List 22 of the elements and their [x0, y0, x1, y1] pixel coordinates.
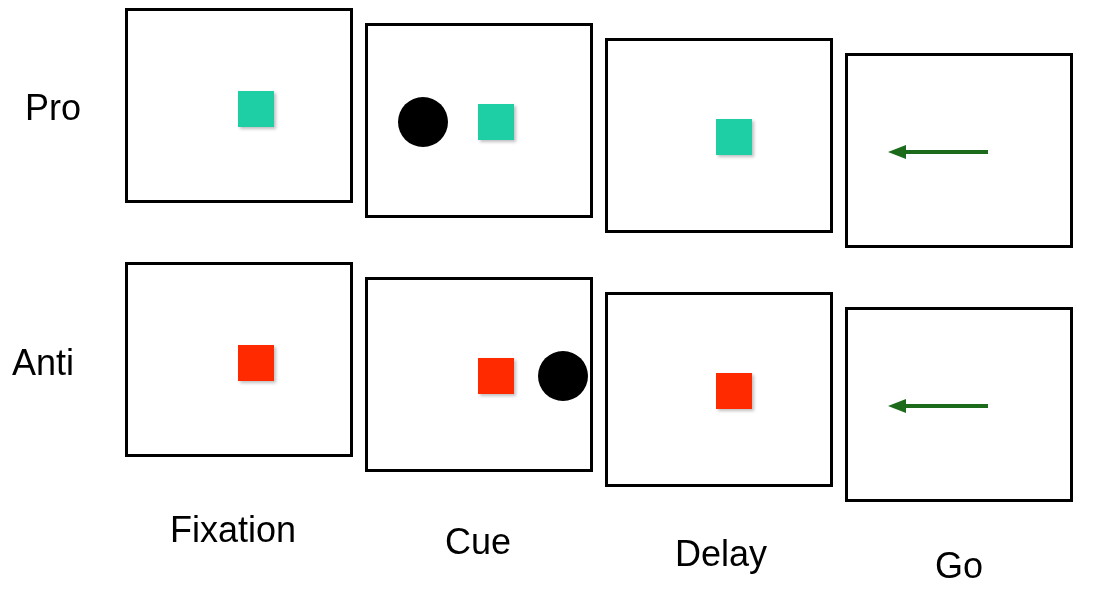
row-label: Pro [25, 90, 82, 126]
fixation-square [238, 91, 274, 127]
cue-dot [538, 351, 588, 401]
stimulus-panel [125, 8, 353, 203]
stimulus-panel [605, 292, 833, 487]
stimulus-panel [845, 307, 1073, 502]
cue-dot [398, 97, 448, 147]
fixation-square [478, 104, 514, 140]
fixation-square [238, 345, 274, 381]
stimulus-panel [605, 38, 833, 233]
phase-label: Cue [445, 524, 512, 560]
stimulus-panel [365, 23, 593, 218]
row-label: Anti [12, 345, 75, 381]
phase-label: Go [935, 548, 984, 584]
fixation-square [716, 119, 752, 155]
stimulus-panel [365, 277, 593, 472]
phase-label: Delay [675, 536, 768, 572]
stimulus-panel [845, 53, 1073, 248]
phase-label: Fixation [170, 512, 297, 548]
stimulus-panel [125, 262, 353, 457]
fixation-square [478, 358, 514, 394]
fixation-square [716, 373, 752, 409]
